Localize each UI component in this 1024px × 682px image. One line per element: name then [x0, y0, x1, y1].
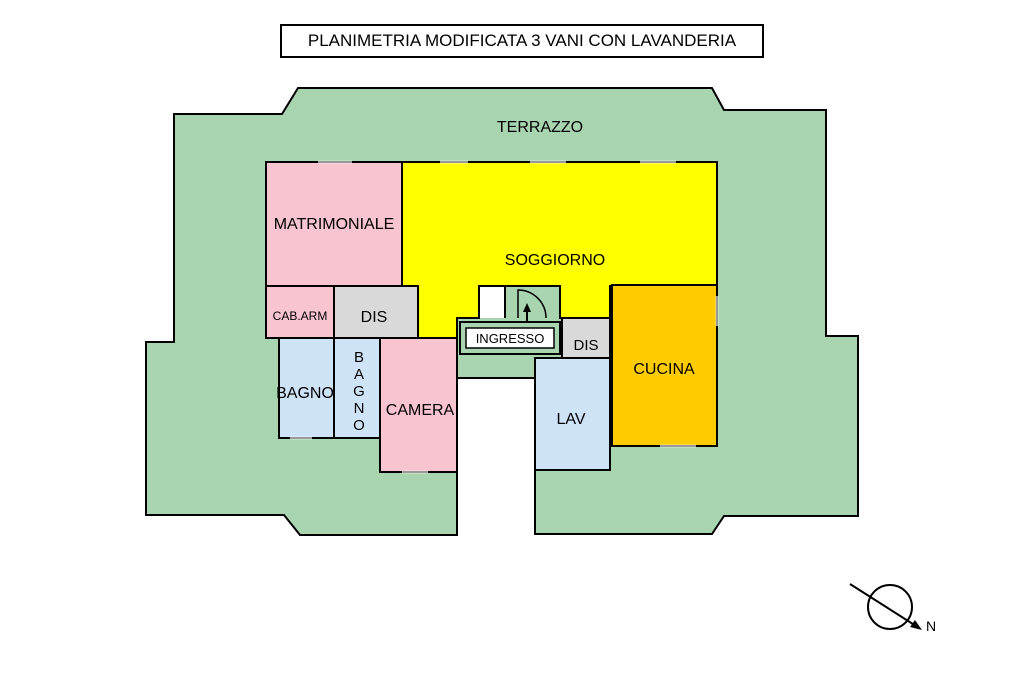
bathroom-vertical-letter: A: [354, 366, 364, 383]
plan-title: PLANIMETRIA MODIFICATA 3 VANI CON LAVAND…: [280, 24, 764, 58]
compass-arrow-head: [910, 620, 922, 630]
kitchen: [611, 284, 718, 447]
bedroom-label: CAMERA: [386, 402, 455, 419]
corridor-left-label: DIS: [361, 309, 388, 326]
corridor-left: [333, 285, 419, 339]
bathroom-vertical-label: B A G N O: [353, 349, 365, 434]
bathroom-vertical-letter: B: [354, 349, 364, 366]
entrance-label-frame: [459, 321, 561, 355]
plan-title-text: PLANIMETRIA MODIFICATA 3 VANI CON LAVAND…: [307, 31, 737, 50]
entrance-door: [517, 289, 547, 319]
entrance-label-box: [465, 327, 555, 349]
bathroom-vertical-letter: O: [353, 417, 365, 434]
entrance-label: INGRESSO: [476, 331, 545, 346]
terrace-label: TERRAZZO: [497, 119, 583, 136]
bathroom-vertical-letter: G: [353, 383, 365, 400]
compass-circle: [867, 584, 913, 630]
living-room-label: SOGGIORNO: [505, 252, 605, 269]
kitchen-label: CUCINA: [633, 361, 695, 378]
laundry-label: LAV: [556, 411, 585, 428]
compass: N: [849, 583, 936, 634]
bedroom: [379, 337, 458, 473]
corridor-right-label: DIS: [573, 337, 598, 354]
compass-north-label: N: [926, 618, 936, 634]
compass-needle: [849, 583, 917, 627]
bathroom-left: [278, 337, 335, 439]
bathroom-vertical: [333, 337, 381, 439]
entrance-wall: [478, 285, 506, 318]
master-bedroom-label: MATRIMONIALE: [274, 216, 395, 233]
wardrobe-label: CAB.ARM: [273, 309, 328, 323]
laundry: [534, 357, 611, 471]
wardrobe: [265, 285, 335, 339]
window-marks: [290, 160, 719, 474]
bathroom-left-label: BAGNO: [276, 385, 334, 402]
entrance-arrow-head: [523, 303, 531, 312]
bathroom-vertical-letter: N: [354, 400, 365, 417]
